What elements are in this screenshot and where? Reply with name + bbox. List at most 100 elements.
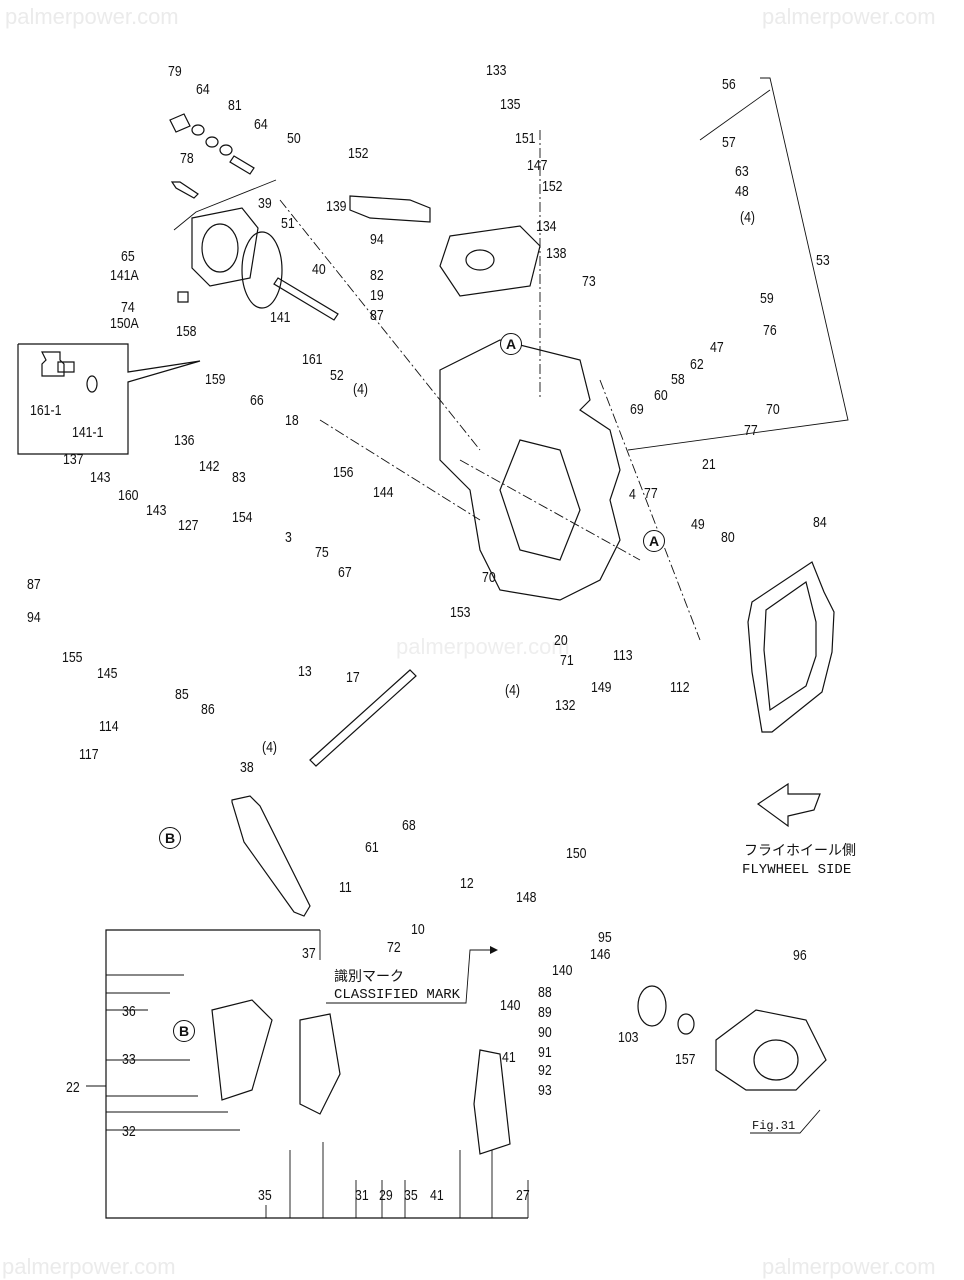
part-number-label: 93 (538, 1082, 552, 1099)
part-number-label: 157 (675, 1051, 696, 1068)
part-number-label: 19 (370, 287, 384, 304)
part-number-label: 53 (816, 252, 830, 269)
part-number-label: 143 (90, 469, 111, 486)
part-number-label: 150A (110, 315, 139, 332)
part-number-label: 50 (287, 130, 301, 147)
part-number-label: 90 (538, 1024, 552, 1041)
part-number-label: 10 (411, 921, 425, 938)
inset-box (17, 343, 201, 455)
part-number-label: 133 (486, 62, 507, 79)
part-number-label: 29 (379, 1187, 393, 1204)
part-number-label: 141 (270, 309, 291, 326)
part-number-label: 20 (554, 632, 568, 649)
part-number-label: 117 (79, 746, 99, 763)
part-number-label: 33 (122, 1051, 136, 1068)
part-number-label: 47 (710, 339, 724, 356)
watermark-top-right: palmerpower.com (762, 4, 936, 29)
part-number-label: 140 (552, 962, 573, 979)
part-number-label: 134 (536, 218, 557, 235)
part-number-label: 64 (254, 116, 268, 133)
classified-mark-en: CLASSIFIED MARK (334, 987, 461, 1003)
part-number-label: 57 (722, 134, 736, 151)
part-number-label: 81 (228, 97, 242, 114)
part-number-label: 152 (348, 145, 369, 162)
part-number-label: 21 (702, 456, 716, 473)
part-number-label: 63 (735, 163, 749, 180)
part-number-label: 142 (199, 458, 220, 475)
part-number-label: 70 (482, 569, 496, 586)
part-number-label: 86 (201, 701, 215, 718)
part-number-label: 61 (365, 839, 379, 856)
bracket-53 (627, 77, 849, 451)
part-number-label: 139 (326, 198, 347, 215)
part-number-label: 95 (598, 929, 612, 946)
part-number-label: 52 (330, 367, 344, 384)
inset-label: 161-1 (30, 402, 62, 419)
part-number-label: 49 (691, 516, 705, 533)
part-number-label: 67 (338, 564, 352, 581)
shaft-17 (309, 669, 417, 767)
part-number-label: 41 (430, 1187, 444, 1204)
part-number-label: 77 (744, 422, 758, 439)
reference-callout-b: B (173, 1020, 195, 1042)
part-number-label: 146 (590, 946, 611, 963)
part-number-label: 103 (618, 1029, 639, 1046)
part-number-label: (4) (740, 209, 756, 226)
watermark-center: palmerpower.com (396, 634, 570, 659)
part-number-label: 85 (175, 686, 189, 703)
part-number-label: 11 (339, 879, 352, 896)
part-number-label: 156 (333, 464, 354, 481)
flywheel-side-en: FLYWHEEL SIDE (742, 862, 852, 878)
part-number-label: 48 (735, 183, 749, 200)
gasket-84 (747, 561, 835, 733)
part-number-label: 138 (546, 245, 567, 262)
part-number-label: 13 (298, 663, 312, 680)
part-number-label: 132 (555, 697, 576, 714)
part-number-label: 155 (62, 649, 83, 666)
part-number-label: 70 (766, 401, 780, 418)
part-number-label: 96 (793, 947, 807, 964)
part-number-label: 153 (450, 604, 471, 621)
part-number-label: (4) (262, 739, 278, 756)
part-number-label: 113 (613, 647, 633, 664)
part-number-label: 75 (315, 544, 329, 561)
reference-callout-a: A (643, 530, 665, 552)
watermark-bottom-left: palmerpower.com (2, 1254, 176, 1279)
part-number-label: 94 (370, 231, 384, 248)
part-number-label: 64 (196, 81, 210, 98)
part-number-label: 62 (690, 356, 704, 373)
reference-callout-b: B (159, 827, 181, 849)
part-number-label: 38 (240, 759, 254, 776)
part-number-label: 65 (121, 248, 135, 265)
bracket-96 (715, 1009, 827, 1091)
part-number-label: 76 (763, 322, 777, 339)
part-number-label: 66 (250, 392, 264, 409)
watermark-top-left: palmerpower.com (5, 4, 179, 29)
part-number-label: 35 (404, 1187, 418, 1204)
part-number-label: 74 (121, 299, 135, 316)
cover-group (169, 113, 339, 321)
part-number-label: 79 (168, 63, 182, 80)
part-number-label: 78 (180, 150, 194, 167)
part-number-label: 143 (146, 502, 167, 519)
lever-13 (231, 795, 311, 917)
part-number-label: 27 (516, 1187, 530, 1204)
part-number-label: 31 (355, 1187, 369, 1204)
part-number-label: 148 (516, 889, 537, 906)
part-number-label: 39 (258, 195, 272, 212)
part-number-label: 149 (591, 679, 612, 696)
part-number-label: 36 (122, 1003, 136, 1020)
part-number-label: 136 (174, 432, 195, 449)
part-number-label: 68 (402, 817, 416, 834)
part-number-label: 58 (671, 371, 685, 388)
part-number-label: 80 (721, 529, 735, 546)
part-number-label: 135 (500, 96, 521, 113)
part-number-label: 159 (205, 371, 226, 388)
part-number-label: 59 (760, 290, 774, 307)
part-number-label: 72 (387, 939, 401, 956)
figure-reference: Fig.31 (752, 1119, 796, 1133)
part-number-label: 114 (99, 718, 119, 735)
part-number-label: 94 (27, 609, 41, 626)
